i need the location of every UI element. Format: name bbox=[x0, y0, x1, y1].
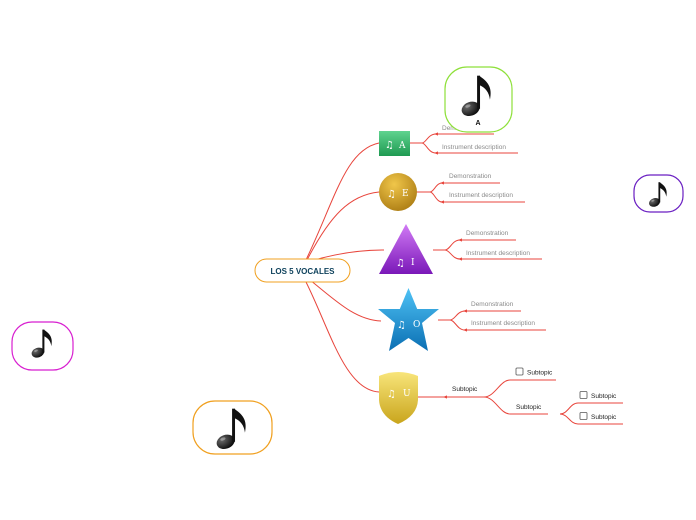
topic-u-shape bbox=[379, 372, 418, 424]
note-instrument-o[interactable]: Instrument description bbox=[471, 320, 535, 327]
topic-a[interactable]: ♫ A bbox=[379, 131, 410, 156]
topic-u-label: U bbox=[403, 389, 411, 399]
note-demonstration-i[interactable]: Demonstration bbox=[466, 230, 509, 237]
floating-note-magenta[interactable] bbox=[11, 321, 74, 371]
note-instrument-e[interactable]: Instrument description bbox=[449, 192, 513, 199]
note-instrument-a[interactable]: Instrument description bbox=[442, 144, 506, 151]
topic-o-label: O bbox=[413, 320, 420, 330]
subtopic-u-2[interactable]: Subtopic bbox=[516, 404, 542, 411]
connector-o bbox=[309, 279, 382, 322]
subtopic-u-1-1[interactable]: Subtopic bbox=[527, 370, 553, 377]
musical-note-icon: ♫ bbox=[387, 389, 396, 400]
floating-note-purple[interactable] bbox=[633, 174, 684, 213]
topic-i-shape bbox=[379, 224, 433, 274]
topic-e-label: E bbox=[402, 189, 409, 199]
note-demonstration-o[interactable]: Demonstration bbox=[471, 301, 514, 308]
topic-e[interactable]: ♫ E bbox=[379, 173, 417, 211]
note-instrument-i[interactable]: Instrument description bbox=[466, 250, 530, 257]
floating-note-a-caption: A bbox=[475, 120, 480, 127]
topic-a-label: A bbox=[398, 141, 406, 151]
u-subtopics: Subtopic Subtopic Subtopic Subtopic Subt… bbox=[452, 367, 617, 421]
central-topic-label: LOS 5 VOCALES bbox=[270, 267, 335, 276]
subtopic-checkbox[interactable] bbox=[579, 412, 588, 420]
connector-arrowheads bbox=[434, 132, 467, 399]
central-topic[interactable]: LOS 5 VOCALES bbox=[254, 258, 351, 283]
subtopic-checkbox[interactable] bbox=[579, 391, 588, 399]
topic-o-shape bbox=[378, 288, 439, 351]
connector-a bbox=[304, 142, 380, 263]
subtopic-u-2-1[interactable]: Subtopic bbox=[591, 393, 617, 400]
note-demonstration-e[interactable]: Demonstration bbox=[449, 173, 492, 180]
musical-note-icon: ♫ bbox=[397, 320, 406, 331]
topic-o[interactable]: ♫ O bbox=[378, 288, 439, 351]
musical-note-icon: ♫ bbox=[385, 140, 394, 151]
topic-u[interactable]: ♫ U bbox=[379, 372, 418, 424]
note-connectors bbox=[410, 133, 623, 425]
floating-note-orange[interactable] bbox=[192, 400, 273, 455]
topic-e-shape bbox=[379, 173, 417, 211]
musical-note-icon: ♫ bbox=[396, 258, 405, 269]
topic-i-label: I bbox=[411, 258, 415, 268]
floating-note-a[interactable]: A bbox=[444, 66, 513, 133]
connector-e bbox=[305, 191, 380, 263]
topic-i[interactable]: ♫ I bbox=[379, 224, 433, 274]
connector-u bbox=[305, 281, 380, 393]
note-labels: Demonstration Instrument description Dem… bbox=[442, 125, 535, 327]
subtopic-u-2-2[interactable]: Subtopic bbox=[591, 414, 617, 421]
subtopic-u-1[interactable]: Subtopic bbox=[452, 386, 478, 393]
topic-a-shape bbox=[379, 131, 410, 156]
musical-note-icon: ♫ bbox=[387, 189, 396, 200]
subtopic-checkbox[interactable] bbox=[515, 367, 524, 376]
